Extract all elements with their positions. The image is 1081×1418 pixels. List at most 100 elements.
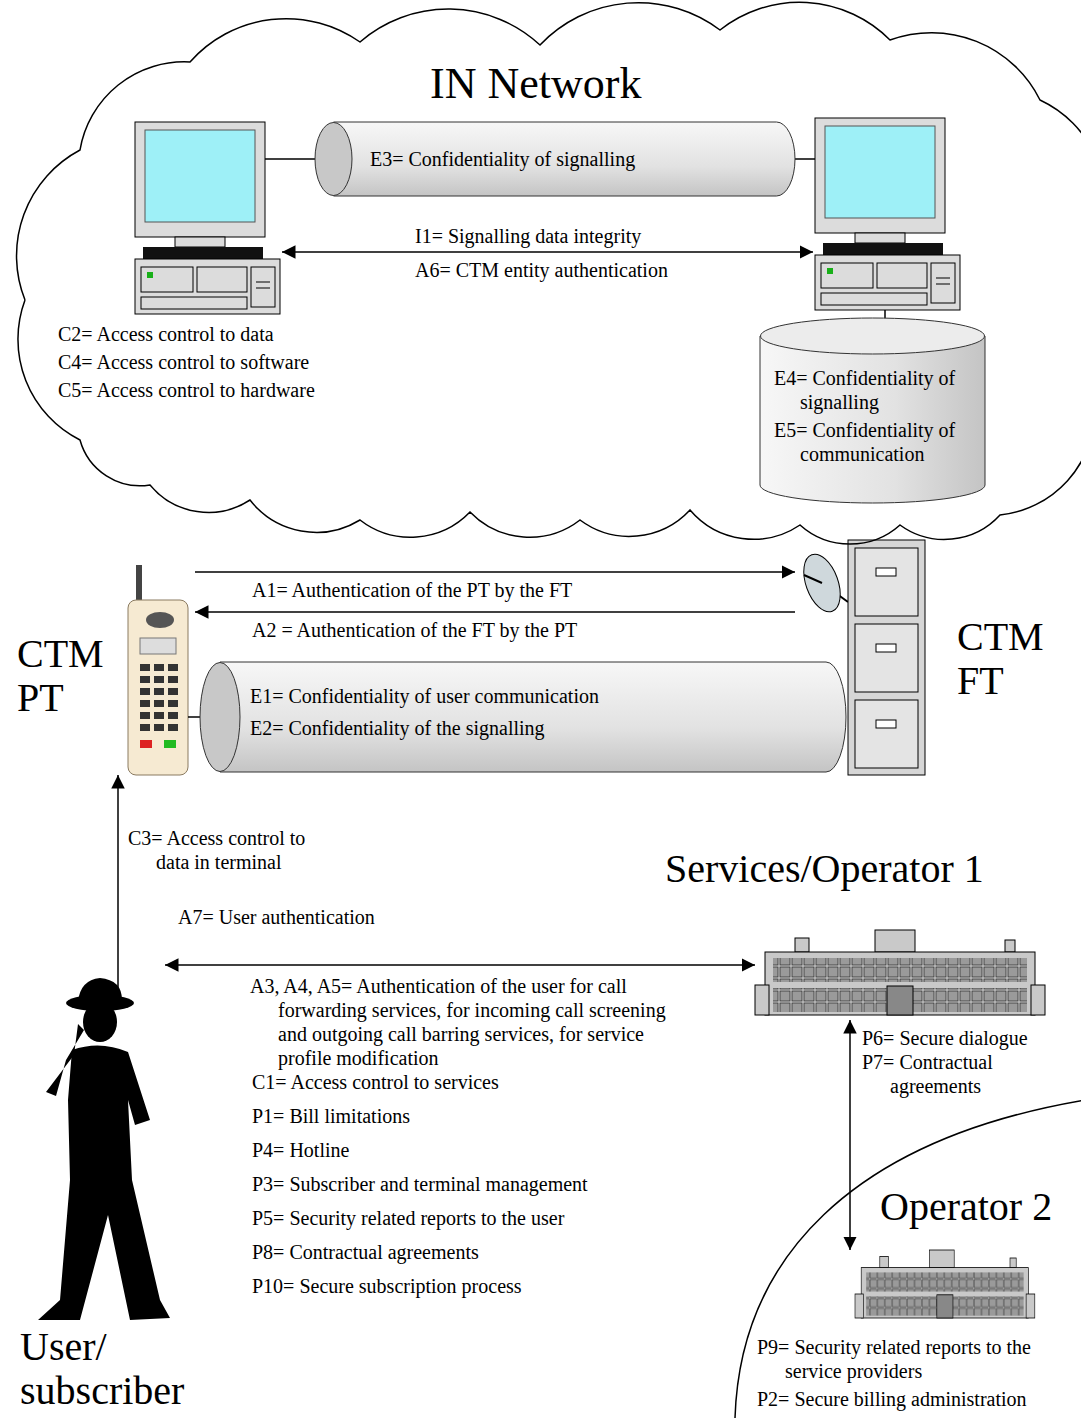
phone-picture <box>136 565 142 605</box>
edge-label: A3, A4, A5= Authentication of the user f… <box>250 974 690 1070</box>
callout-label: A6= CTM entity authentication <box>415 258 735 282</box>
node-text: C4= Access control to software <box>58 350 333 374</box>
callout-label: P10= Secure subscription process <box>252 1274 672 1298</box>
phone-picture <box>128 565 200 775</box>
user-silhouette <box>38 978 170 1320</box>
connector-arrow <box>195 611 795 613</box>
text-slot: P10= Secure subscription process <box>252 1274 672 1298</box>
integrity-arrow <box>282 251 813 253</box>
computer-right <box>815 118 960 310</box>
base-station-picture <box>855 548 918 616</box>
callout-label: P4= Hotline <box>252 1138 672 1162</box>
base-station-picture <box>855 624 918 692</box>
node-text: C2= Access control to data <box>58 322 333 346</box>
edge-label: P6= Secure dialogue <box>862 1026 1062 1050</box>
text-slot: P2= Secure billing administration <box>757 1387 1067 1411</box>
text-slot: P4= Hotline <box>252 1138 672 1162</box>
text-slot: P7= Contractual agreements <box>862 1050 1062 1098</box>
text-slot: E1= Confidentiality of user communicatio… <box>250 684 810 708</box>
callout-label: P3= Subscriber and terminal management <box>252 1172 672 1196</box>
integrity-arrow <box>282 252 813 253</box>
phone-picture <box>138 662 180 732</box>
text-slot: A7= User authentication <box>178 905 478 929</box>
base-station-picture <box>876 720 896 728</box>
cloud-outline <box>17 2 1081 544</box>
node-text: IN Network <box>430 60 710 108</box>
connector-arrow <box>849 1020 851 1250</box>
text-slot: IN Network <box>430 60 710 108</box>
base-station-picture <box>855 700 918 768</box>
node-text: E2= Confidentiality of the signalling <box>250 716 810 740</box>
connector-arrow <box>117 775 119 995</box>
node-text: Services/Operator 1 <box>665 847 1070 891</box>
text-slot: C2= Access control to data <box>58 322 333 346</box>
operator2-region: Operator 2P9= Security related reports t… <box>735 1100 1081 1418</box>
node-text: P2= Secure billing administration <box>757 1387 1067 1411</box>
text-slot: C1= Access control to services <box>252 1070 672 1094</box>
phone-picture <box>140 638 176 654</box>
text-slot: Services/Operator 1 <box>665 847 1070 891</box>
portable-terminal: CTM PT <box>15 560 195 775</box>
database-cylinder: E4= Confidentiality of signallingE5= Con… <box>760 318 985 503</box>
node-text: E4= Confidentiality of signalling <box>774 366 974 414</box>
text-slot: User/ subscriber <box>20 1325 235 1413</box>
text-slot: P1= Bill limitations <box>252 1104 672 1128</box>
phone-picture <box>146 612 174 628</box>
text-slot: I1= Signalling data integrity <box>415 224 735 248</box>
operator2-building <box>855 1250 1035 1318</box>
text-slot: A3, A4, A5= Authentication of the user f… <box>250 974 690 1070</box>
user-silhouette <box>83 1002 117 1042</box>
pipe-body <box>334 122 796 196</box>
text-slot: E5= Confidentiality of communication <box>774 418 974 466</box>
node-text: CTM PT <box>17 632 122 720</box>
text-slot: E3= Confidentiality of signalling <box>370 147 780 171</box>
base-station-picture <box>876 644 896 652</box>
computer-left <box>135 122 280 314</box>
signalling-pipe: E3= Confidentiality of signalling <box>315 122 795 196</box>
callout-label: P8= Contractual agreements <box>252 1240 672 1264</box>
edge-label: A2 = Authentication of the FT by the PT <box>252 618 732 642</box>
pipe-body <box>220 662 846 772</box>
region-border <box>735 1100 1081 1418</box>
operator1-building <box>755 930 1045 1015</box>
base-station-picture <box>804 575 822 583</box>
cylinder-top <box>761 318 985 354</box>
node-text: E1= Confidentiality of user communicatio… <box>250 684 810 708</box>
phone-picture <box>140 740 152 748</box>
node-text: CTM FT <box>957 615 1067 703</box>
callout-label: C3= Access control to data in terminal <box>128 826 343 874</box>
text-slot: E4= Confidentiality of signalling <box>774 366 974 414</box>
computer-left <box>135 122 280 314</box>
text-slot: P9= Security related reports to the serv… <box>757 1335 1067 1383</box>
text-slot: P3= Subscriber and terminal management <box>252 1172 672 1196</box>
node-text: User/ subscriber <box>20 1325 235 1413</box>
connector-arrow <box>165 964 755 966</box>
node-text: E3= Confidentiality of signalling <box>370 147 780 171</box>
user-silhouette <box>46 1024 84 1096</box>
base-station-picture <box>848 540 925 775</box>
callout-label: P5= Security related reports to the user <box>252 1206 672 1230</box>
callout-label: P1= Bill limitations <box>252 1104 672 1128</box>
text-slot: CTM PT <box>17 632 122 720</box>
operator2-building <box>855 1250 1035 1318</box>
pipe-end <box>315 123 352 196</box>
operator1-building <box>755 930 1045 1015</box>
text-slot: A1= Authentication of the PT by the FT <box>252 578 732 602</box>
text-slot: CTM FT <box>957 615 1067 703</box>
text-slot: P6= Secure dialogue <box>862 1026 1062 1050</box>
base-station-picture <box>797 549 848 616</box>
base-station-picture <box>876 568 896 576</box>
phone-picture <box>128 600 188 775</box>
text-slot: C5= Access control to hardware <box>58 378 333 402</box>
edge-label: A1= Authentication of the PT by the FT <box>252 578 732 602</box>
text-slot: C3= Access control to data in terminal <box>128 826 343 874</box>
phone-picture <box>188 716 200 718</box>
callout-label: C1= Access control to services <box>252 1070 672 1094</box>
node-text: P9= Security related reports to the serv… <box>757 1335 1067 1383</box>
text-slot: C4= Access control to software <box>58 350 333 374</box>
connector-arrow <box>195 571 795 573</box>
radio-pipe: E1= Confidentiality of user communicatio… <box>200 662 846 772</box>
user-silhouette <box>78 978 122 1002</box>
